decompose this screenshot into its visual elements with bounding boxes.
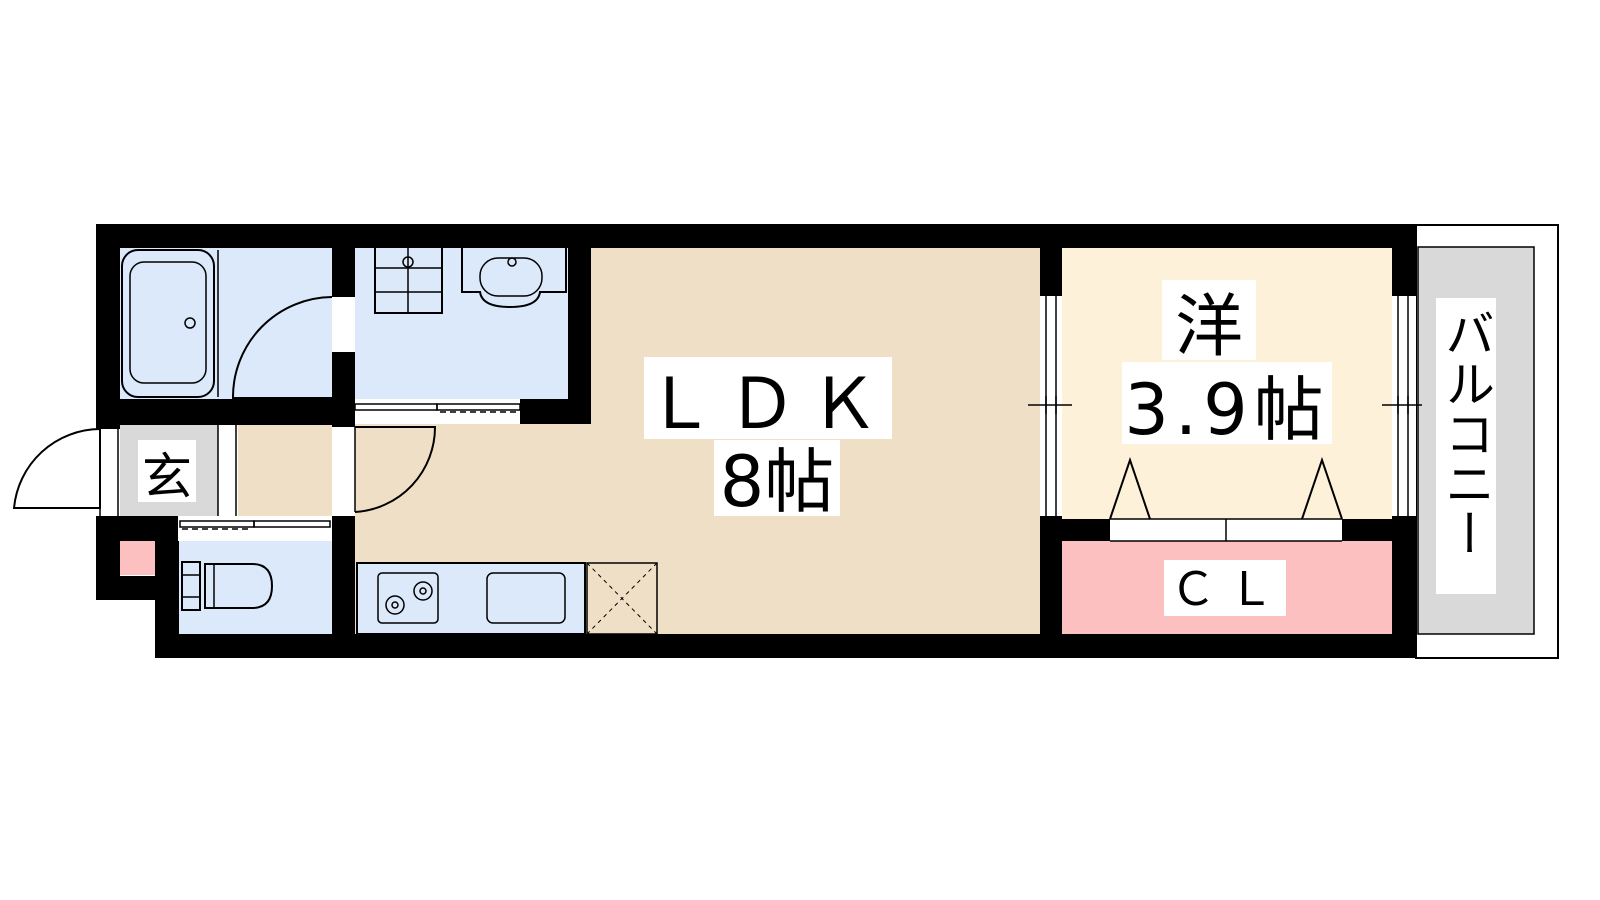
entrance-label: 玄 xyxy=(142,448,192,506)
shoe-cabinet xyxy=(120,541,155,575)
kitchen-fixtures xyxy=(377,562,658,635)
wall-bath-bottom xyxy=(96,399,332,425)
toilet-floor xyxy=(178,541,332,634)
bathtub xyxy=(121,249,219,398)
wall-closet-top xyxy=(1040,519,1110,541)
wall-closet-top-2 xyxy=(1342,519,1416,541)
ldk-label-background xyxy=(644,357,892,439)
entrance-label-background xyxy=(138,440,196,502)
wall-top xyxy=(96,224,1416,248)
kitchen-counter xyxy=(356,562,586,635)
closet-label-background xyxy=(1164,560,1286,616)
wall-bottom xyxy=(155,634,1416,658)
wall-ldk-western-2 xyxy=(1040,516,1062,658)
wall-toilet-right xyxy=(332,516,355,658)
wall-right xyxy=(1392,224,1416,296)
wash-basin xyxy=(461,247,567,309)
doors xyxy=(12,296,1422,542)
western-room-label: 洋 xyxy=(1175,288,1243,367)
walls xyxy=(96,224,1416,658)
western-label-background xyxy=(1162,280,1256,360)
ldk-size-label-background xyxy=(714,440,840,516)
toilet xyxy=(181,561,274,611)
wall-left-upper xyxy=(96,224,120,429)
wall-bath-wash xyxy=(332,224,355,297)
balcony-label: バルコニー xyxy=(1437,308,1495,558)
western-size-label-background xyxy=(1122,362,1332,444)
bathroom-floor xyxy=(120,247,332,399)
balcony-label-background xyxy=(1436,298,1496,594)
wall-wash-bottom xyxy=(520,399,591,424)
closet-label: ＣＬ xyxy=(1170,562,1286,616)
wall-wash-right xyxy=(568,224,591,424)
wall-bath-wash-2 xyxy=(332,352,355,427)
ldk-size-label: 8帖 xyxy=(720,441,835,523)
wall-ldk-western xyxy=(1040,224,1062,296)
western-size-label: 3.9帖 xyxy=(1124,369,1329,451)
ldk-room-label: ＬＤＫ xyxy=(645,363,891,445)
washing-machine xyxy=(374,246,443,314)
